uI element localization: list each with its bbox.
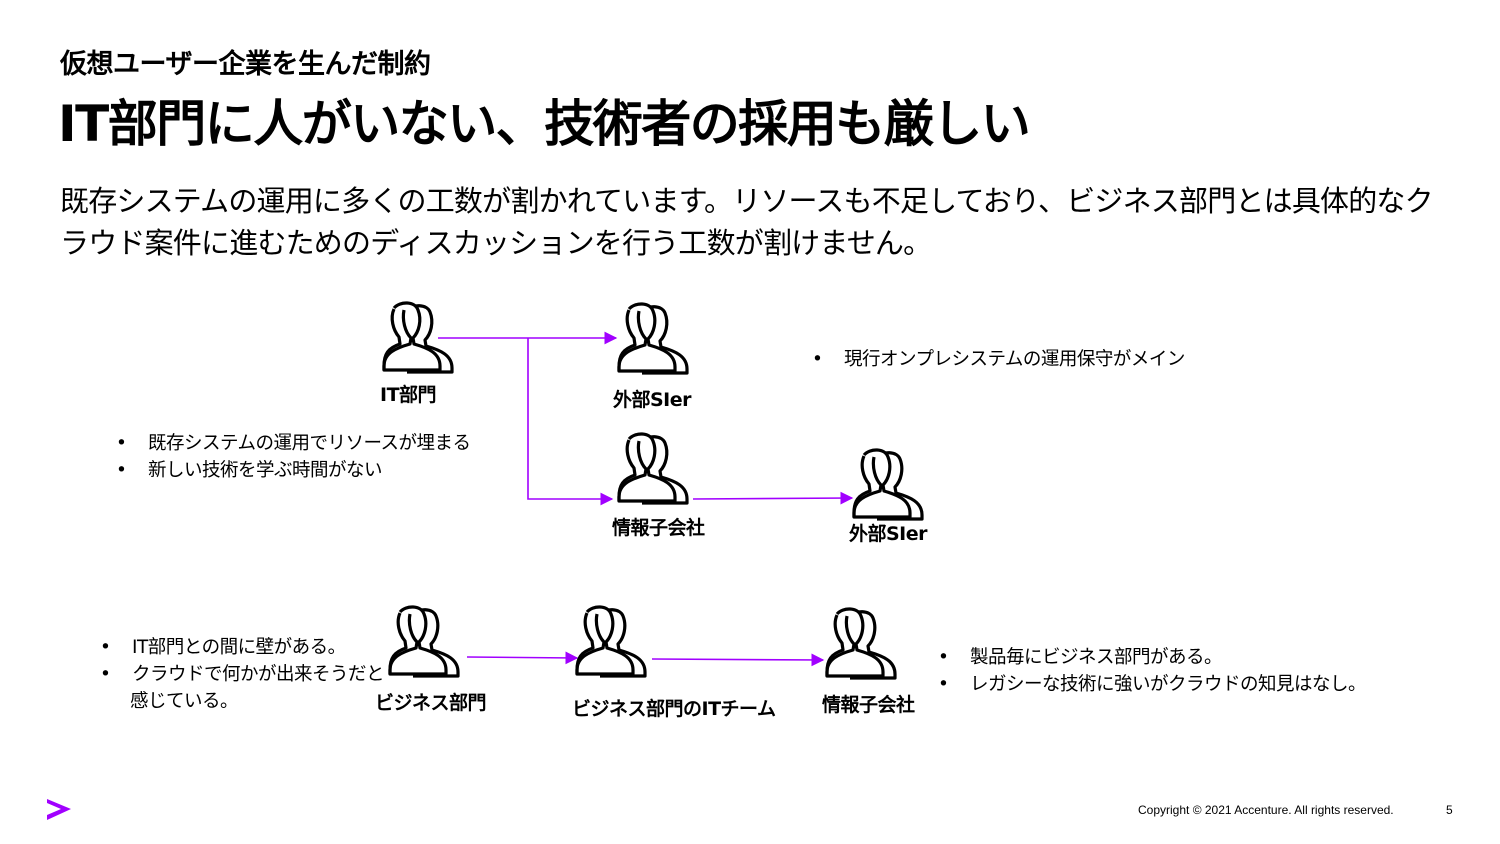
connectors-bottom: [466, 651, 825, 667]
note-business: •IT部門との間に壁がある。 •クラウドで何かが出来そうだと 感じている。: [98, 634, 385, 715]
list-item: •クラウドで何かが出来そうだと: [100, 664, 385, 685]
description-line-2: ラウド案件に進むためのディスカッションを行う工数が割けません。: [60, 226, 932, 260]
people-icon: [575, 605, 647, 678]
connectors-top: [438, 331, 854, 506]
list-item: •現行オンプレシステムの運用保守がメイン: [812, 349, 1185, 370]
list-item: •IT部門との間に壁がある。: [100, 637, 346, 658]
label-business-dept: ビジネス部門: [375, 692, 487, 714]
label-external-sier-1: 外部SIer: [613, 389, 692, 411]
list-item-continuation: 感じている。: [130, 691, 239, 712]
label-it-dept: IT部門: [380, 384, 437, 406]
note-subsidiary: •製品毎にビジネス部門がある。 •レガシーな技術に強いがクラウドの知見はなし。: [936, 644, 1367, 698]
people-icon: [617, 432, 689, 505]
description: 既存システムの運用に多くの工数が割かれています。リソースも不足しており、ビジネス…: [60, 180, 1434, 264]
page-subtitle: 仮想ユーザー企業を生んだ制約: [60, 49, 431, 80]
description-line-1: 既存システムの運用に多くの工数が割かれています。リソースも不足しており、ビジネス…: [60, 184, 1434, 218]
list-item: •既存システムの運用でリソースが埋まる: [116, 433, 471, 454]
label-info-subsidiary-2: 情報子会社: [822, 694, 915, 716]
list-item: •レガシーな技術に強いがクラウドの知見はなし。: [938, 674, 1367, 695]
list-item: •新しい技術を学ぶ時間がない: [116, 460, 383, 481]
people-icon: [617, 302, 689, 375]
people-icon: [852, 448, 924, 521]
label-info-subsidiary: 情報子会社: [612, 517, 705, 539]
label-external-sier-2: 外部SIer: [849, 523, 928, 545]
people-icon: [388, 605, 460, 678]
note-it-dept: •既存システムの運用でリソースが埋まる •新しい技術を学ぶ時間がない: [114, 430, 471, 484]
people-icon: [825, 607, 897, 680]
copyright: Copyright © 2021 Accenture. All rights r…: [1138, 803, 1394, 817]
label-business-it-team: ビジネス部門のITチーム: [572, 698, 776, 720]
page-number: 5: [1446, 803, 1453, 817]
note-sier: •現行オンプレシステムの運用保守がメイン: [810, 346, 1185, 373]
accenture-logo-icon: [47, 799, 71, 820]
page-title: IT部門に人がいない、技術者の採用も厳しい: [58, 95, 1031, 153]
list-item: •製品毎にビジネス部門がある。: [938, 647, 1223, 668]
